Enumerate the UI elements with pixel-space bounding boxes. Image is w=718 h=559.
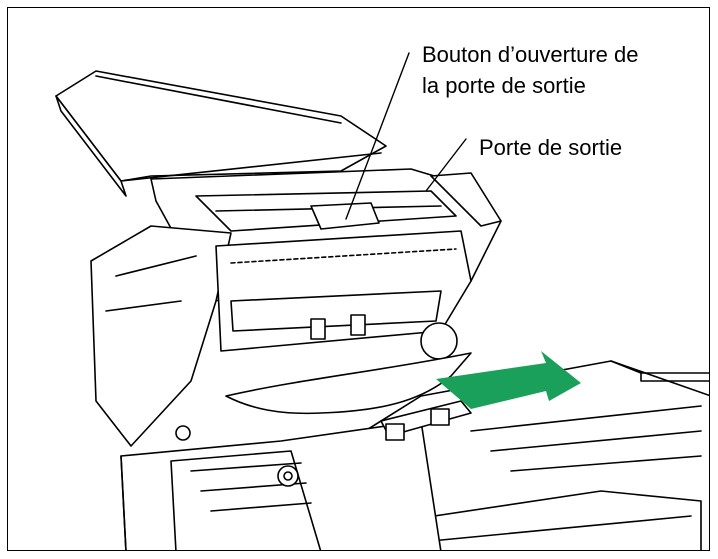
rollers [175,400,472,487]
transport-area [215,230,472,360]
callout-exit-door: Porte de sortie [479,135,623,160]
scanner-illustration [55,52,709,550]
illustration-frame: Bouton d’ouverture de la porte de sortie… [7,7,710,551]
feeder-cover [55,70,387,197]
callout-exit-door-button-line1: Bouton d’ouverture de [422,42,639,67]
jammed-paper [225,352,472,415]
callout-exit-door-button: Bouton d’ouverture de la porte de sortie [422,39,639,101]
callout-exit-door-button-line2: la porte de sortie [422,73,586,98]
callout-line-button [345,52,410,220]
side-housing [90,225,232,447]
callout-line-door [425,138,467,192]
scanner-base [120,420,442,550]
pull-direction-arrow [436,351,581,409]
